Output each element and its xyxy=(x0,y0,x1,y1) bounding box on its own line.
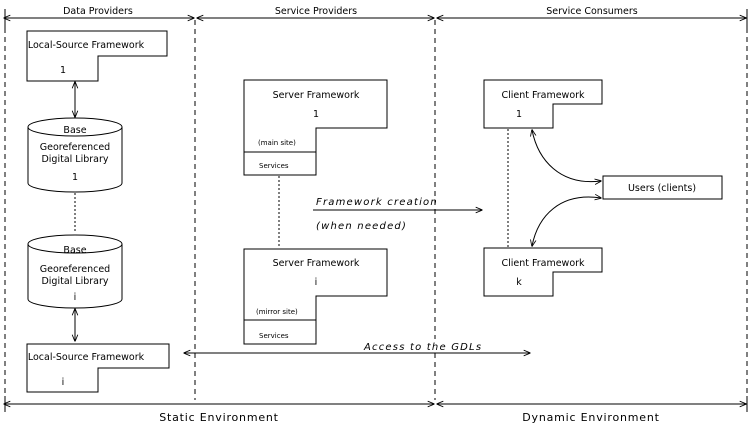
svg-text:Server Framework: Server Framework xyxy=(273,90,360,101)
svg-text:Local-Source Framework: Local-Source Framework xyxy=(28,40,145,51)
svg-text:Client Framework: Client Framework xyxy=(501,90,585,101)
svg-text:Georeferenced: Georeferenced xyxy=(40,142,110,153)
local-source-framework-1: Local-Source Framework 1 xyxy=(26,30,168,82)
client-framework-1: Client Framework 1 xyxy=(483,79,603,129)
link-clientk-users xyxy=(532,197,601,246)
gdl-cylinder-i: Base Georeferenced Digital Library i xyxy=(27,234,123,309)
svg-text:Digital Library: Digital Library xyxy=(41,276,108,287)
header-service-consumers: Service Consumers xyxy=(546,6,638,17)
svg-text:Base: Base xyxy=(63,125,86,136)
framework-creation-label: Framework creation xyxy=(316,197,438,208)
gdl-cylinder-1: Base Georeferenced Digital Library 1 xyxy=(27,117,123,193)
server-framework-mirror: Server Framework i (mirror site) Service… xyxy=(243,248,388,345)
header-dividers xyxy=(4,9,748,28)
svg-text:Georeferenced: Georeferenced xyxy=(40,264,110,275)
server-framework-main: Server Framework 1 (main site) Services xyxy=(243,79,388,176)
svg-text:Local-Source Framework: Local-Source Framework xyxy=(28,352,145,363)
svg-text:1: 1 xyxy=(516,109,522,120)
svg-text:Client Framework: Client Framework xyxy=(501,258,585,269)
static-environment-label: Static Environment xyxy=(159,411,279,424)
dynamic-environment-label: Dynamic Environment xyxy=(522,411,659,424)
svg-text:1: 1 xyxy=(313,109,319,120)
environment-arrows xyxy=(4,396,748,412)
svg-text:Digital Library: Digital Library xyxy=(41,154,108,165)
access-gdls-label: Access to the GDLs xyxy=(363,342,482,353)
svg-text:i: i xyxy=(74,292,77,303)
svg-text:1: 1 xyxy=(72,172,78,183)
svg-text:k: k xyxy=(516,277,522,288)
svg-text:i: i xyxy=(315,277,318,288)
local-source-framework-i: Local-Source Framework i xyxy=(26,343,170,393)
link-client1-users xyxy=(532,130,601,182)
svg-text:(mirror site): (mirror site) xyxy=(256,308,298,316)
svg-text:(main site): (main site) xyxy=(258,139,296,147)
header-data-providers: Data Providers xyxy=(63,6,133,17)
svg-text:1: 1 xyxy=(60,65,66,76)
framework-creation-note: (when needed) xyxy=(316,221,407,232)
client-framework-k: Client Framework k xyxy=(483,247,603,297)
svg-text:Services: Services xyxy=(259,332,289,340)
svg-text:Users (clients): Users (clients) xyxy=(628,183,696,194)
header-service-providers: Service Providers xyxy=(275,6,357,17)
svg-text:Base: Base xyxy=(63,245,86,256)
svg-text:Server Framework: Server Framework xyxy=(273,258,360,269)
users-box: Users (clients) xyxy=(602,175,723,200)
svg-text:i: i xyxy=(62,377,65,388)
svg-text:Services: Services xyxy=(259,162,289,170)
